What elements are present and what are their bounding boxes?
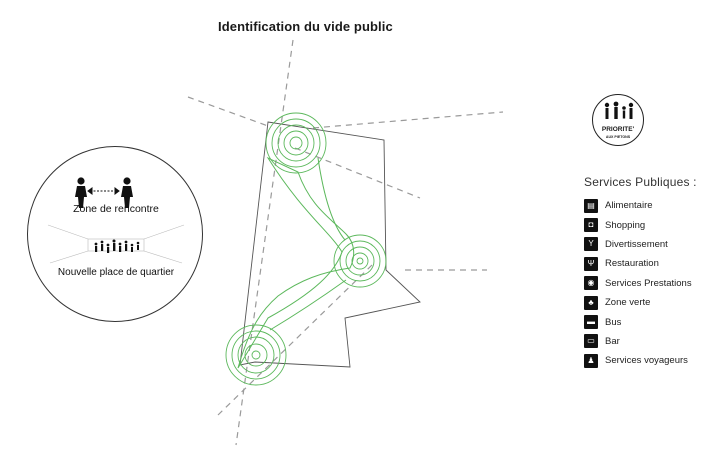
dashed-axes bbox=[187, 39, 504, 446]
person-icon bbox=[121, 177, 133, 208]
legend-item-services-voyageurs: ♟ Services voyageurs bbox=[584, 351, 697, 370]
legend-item-shopping: ◘ Shopping bbox=[584, 215, 697, 234]
parcel-outline bbox=[239, 121, 421, 368]
diagram-title: Identification du vide public bbox=[218, 19, 393, 34]
services-legend: Services Publiques : ▤ Alimentaire ◘ Sho… bbox=[584, 175, 697, 371]
legend-label: Restauration bbox=[605, 258, 659, 270]
glass-icon: Y bbox=[584, 237, 598, 252]
traveler-icon: ♟ bbox=[584, 353, 598, 368]
node-bottom bbox=[225, 324, 287, 386]
crowd-icon bbox=[94, 239, 140, 253]
legend-item-restauration: Ψ Restauration bbox=[584, 254, 697, 273]
axis-line-3 bbox=[312, 111, 504, 129]
green-connector-1 bbox=[317, 157, 346, 241]
encounter-zone-panel: Zone de rencontre Nouvelle place de quar… bbox=[27, 146, 203, 322]
legend-list: ▤ Alimentaire ◘ Shopping Y Divertissemen… bbox=[584, 196, 697, 371]
legend-label: Services voyageurs bbox=[605, 355, 688, 367]
person-icon bbox=[75, 177, 87, 208]
legend-item-bus: ▬ Bus bbox=[584, 312, 697, 331]
legend-label: Alimentaire bbox=[605, 200, 653, 212]
node-middle bbox=[333, 234, 387, 288]
node-top bbox=[265, 112, 327, 174]
encounter-zone-label: Zone de rencontre bbox=[73, 203, 159, 215]
pedestrian-priority-badge: PRIORITE' AUX PIETONS bbox=[592, 94, 644, 146]
pedestrian-family-icon bbox=[604, 101, 634, 119]
legend-label: Services Prestations bbox=[605, 277, 692, 289]
legend-item-divertissement: Y Divertissement bbox=[584, 235, 697, 254]
cutlery-icon: Ψ bbox=[584, 256, 598, 271]
axis-line-1 bbox=[235, 39, 294, 446]
legend-item-services-prestations: ◉ Services Prestations bbox=[584, 274, 697, 293]
legend-label: Zone verte bbox=[605, 297, 651, 309]
bus-icon: ▬ bbox=[584, 315, 598, 330]
green-connector-2 bbox=[269, 279, 347, 331]
legend-label: Bar bbox=[605, 335, 620, 347]
legend-item-alimentaire: ▤ Alimentaire bbox=[584, 196, 697, 215]
legend-item-bar: ▭ Bar bbox=[584, 332, 697, 351]
axis-line-6 bbox=[217, 264, 373, 416]
shopping-bag-icon: ◘ bbox=[584, 218, 598, 233]
legend-title: Services Publiques : bbox=[584, 175, 697, 189]
bar-icon: ▭ bbox=[584, 334, 598, 349]
plaza-perspective bbox=[47, 224, 185, 264]
legend-label: Shopping bbox=[605, 219, 646, 231]
public-void-shape bbox=[237, 156, 355, 369]
axis-line-2 bbox=[187, 96, 269, 127]
badge-line-2: AUX PIETONS bbox=[605, 135, 631, 139]
double-arrow-icon bbox=[87, 187, 120, 195]
legend-label: Bus bbox=[605, 316, 622, 328]
badge-line-1: PRIORITE' bbox=[601, 126, 635, 133]
globe-icon: ◉ bbox=[584, 276, 598, 291]
legend-label: Divertissement bbox=[605, 238, 668, 250]
tree-icon: ♣ bbox=[584, 295, 598, 310]
axis-line-4 bbox=[294, 147, 421, 199]
new-plaza-label: Nouvelle place de quartier bbox=[57, 267, 175, 278]
legend-item-zone-verte: ♣ Zone verte bbox=[584, 293, 697, 312]
cart-icon: ▤ bbox=[584, 198, 598, 213]
